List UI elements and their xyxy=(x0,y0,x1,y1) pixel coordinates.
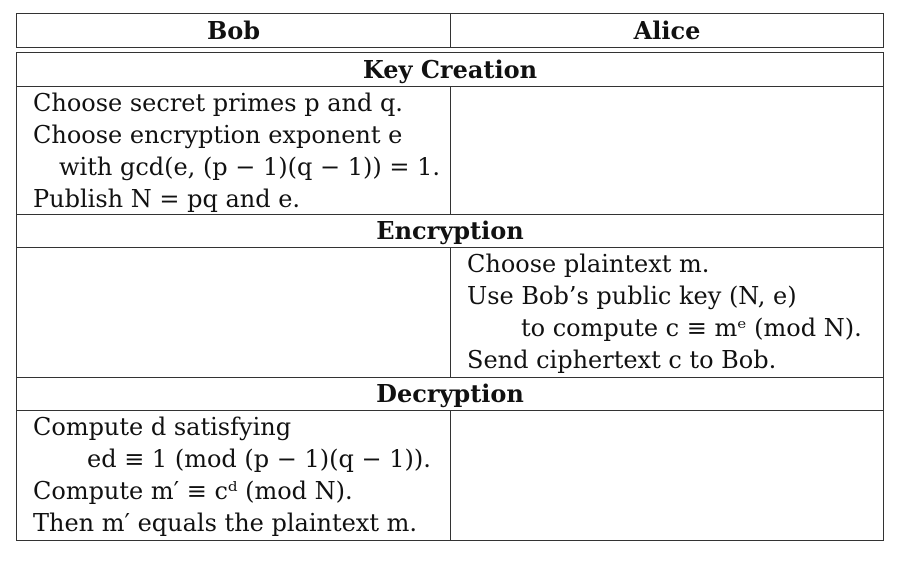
encryption-bob-cell xyxy=(17,248,450,377)
key-creation-bob-line: Publish N = pq and e. xyxy=(33,185,301,213)
column-divider xyxy=(450,410,451,540)
key-creation-bob-line: Choose encryption exponent e xyxy=(33,121,403,149)
decryption-bob-line: Compute d satisfying xyxy=(33,413,292,441)
encryption-alice-line: Use Bob’s public key (N, e) xyxy=(467,282,797,310)
encryption-alice-line: Send ciphertext c to Bob. xyxy=(467,346,777,374)
encryption-alice-cell: Choose plaintext m. Use Bob’s public key… xyxy=(451,248,883,377)
protocol-table: Key Creation Choose secret primes p and … xyxy=(16,52,884,541)
decryption-bob-line: ed ≡ 1 (mod (p − 1)(q − 1)). xyxy=(87,445,431,473)
encryption-alice-line: Choose plaintext m. xyxy=(467,250,710,278)
column-divider xyxy=(450,86,451,214)
decryption-bob-line: Compute m′ ≡ cᵈ (mod N). xyxy=(33,477,353,505)
column-header-bob: Bob xyxy=(17,14,451,47)
table-header: Bob Alice xyxy=(16,13,884,48)
column-divider xyxy=(450,247,451,377)
divider xyxy=(17,214,883,215)
key-creation-bob-line: with gcd(e, (p − 1)(q − 1)) = 1. xyxy=(59,153,441,181)
key-creation-bob-line: Choose secret primes p and q. xyxy=(33,89,403,117)
decryption-bob-cell: Compute d satisfying ed ≡ 1 (mod (p − 1)… xyxy=(17,411,450,540)
decryption-alice-cell xyxy=(451,411,883,540)
key-creation-alice-cell xyxy=(451,87,883,214)
divider xyxy=(17,377,883,378)
section-title-decryption: Decryption xyxy=(376,379,524,408)
encryption-alice-line: to compute c ≡ mᵉ (mod N). xyxy=(521,314,862,342)
key-creation-bob-cell: Choose secret primes p and q. Choose enc… xyxy=(17,87,450,214)
column-header-alice: Alice xyxy=(633,16,701,45)
decryption-bob-line: Then m′ equals the plaintext m. xyxy=(33,509,417,537)
section-title-encryption: Encryption xyxy=(376,216,524,245)
section-title-key-creation: Key Creation xyxy=(362,55,538,84)
